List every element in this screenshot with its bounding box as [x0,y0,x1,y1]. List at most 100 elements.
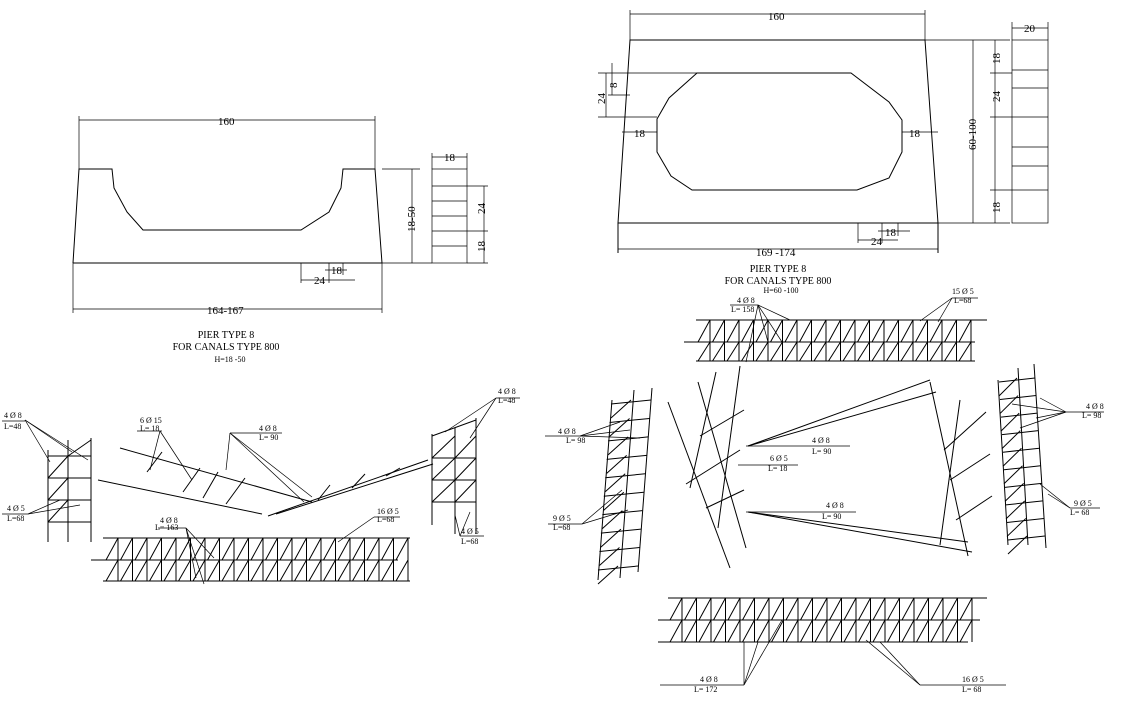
truss-diagonal [294,537,307,561]
truss-diagonal [352,537,365,561]
left-dim-side-b: 18 [476,241,488,253]
cage-diagonal [597,565,619,585]
truss-diagonal [771,597,784,621]
cage-diagonal [1002,447,1022,467]
truss-diagonal [395,537,409,561]
cage-diagonal [603,491,625,511]
truss-diagonal [930,597,944,621]
left-dim-base-b: 24 [314,275,326,287]
truss-diagonal [742,597,755,621]
cage-rung [1005,500,1043,506]
truss-diagonal [872,619,886,643]
truss-diagonal [207,559,220,582]
truss-diagonal [713,619,726,643]
left-title-line1: PIER TYPE 8 [198,330,255,341]
truss-diagonal [684,619,697,643]
left-title-line2: FOR CANALS TYPE 800 [173,342,280,353]
left-dim-bottom: 164-167 [207,305,244,317]
truss-diagonal [755,341,769,362]
truss-diagonal [337,537,351,561]
right-left-cage [597,387,653,585]
truss-diagonal [858,597,871,621]
truss-diagonal [236,559,249,582]
cage-diagonal [999,395,1019,414]
right-dim-side-b: 24 [991,91,1003,103]
right-dim-right-top: 20 [1024,23,1036,35]
right-rebar-i-bot: L= 68 [1070,508,1089,517]
truss-diagonal [959,619,973,643]
truss-diagonal [858,619,871,643]
truss-diagonal [163,559,177,582]
truss-diagonal [887,597,900,621]
right-rebar-h-bot: L=68 [553,523,570,532]
left-dim-top: 160 [218,116,235,128]
left-rebar-a-top: 4 Ø 8 [4,411,22,420]
truss-diagonal [178,559,191,582]
truss-diagonal [901,597,915,621]
truss-diagonal [785,597,799,621]
truss-diagonal [381,537,394,561]
truss-diagonal [149,559,162,582]
right-rebar-c-bot: L= 98 [566,436,585,445]
truss-diagonal [828,319,841,343]
right-dim-inner-left: 18 [634,128,646,140]
right-rebar-j-top: 4 Ø 8 [700,675,718,684]
truss-diagonal [813,319,827,343]
truss-diagonal [958,341,972,362]
right-pier-section: 169 -174 160 24 8 18 18 60-100 [596,10,1049,295]
truss-diagonal [901,619,915,643]
truss-diagonal [755,319,769,343]
truss-diagonal [395,559,409,582]
left-dim-flange: 18 [444,152,456,164]
left-bottom-truss [91,537,410,582]
truss-diagonal [279,537,293,561]
truss-diagonal [771,619,784,643]
cage-diagonal [998,377,1018,397]
truss-diagonal [770,341,783,362]
right-top-truss [684,319,987,362]
truss-diagonal [829,597,842,621]
truss-diagonal [799,341,812,362]
right-rebar-d-top: 4 Ø 8 [1086,402,1104,411]
right-rebar-a-bot: L= 158 [731,305,754,314]
left-rebar-c-top: 6 Ø 15 [140,416,162,425]
truss-diagonal [843,619,857,643]
truss-diagonal [120,537,133,561]
truss-diagonal [727,619,741,643]
truss-diagonal [713,597,726,621]
right-rebar-c-top: 4 Ø 8 [558,427,576,436]
cage-rung [1004,482,1042,488]
truss-diagonal [916,597,929,621]
cage-diagonal [600,528,622,548]
left-rebar-f-bot: L= 163 [155,523,178,532]
truss-diagonal [308,559,322,582]
right-section-opening [656,72,903,191]
cage-rung [597,565,639,571]
right-dim-base-a: 18 [885,227,897,239]
cage-rung [1007,535,1046,541]
truss-diagonal [105,559,119,582]
truss-diagonal [756,597,770,621]
truss-diagonal [381,559,394,582]
truss-diagonal [842,341,856,362]
right-rebar-e-top: 4 Ø 8 [812,436,830,445]
cage-diagonal [1001,430,1021,450]
left-rebar-b-bot: L=68 [7,514,24,523]
right-rebar-g-top: 4 Ø 8 [826,501,844,510]
cage-diagonal [1007,535,1028,555]
truss-diagonal [221,537,235,561]
truss-diagonal [784,319,798,343]
truss-diagonal [698,619,712,643]
truss-diagonal [265,537,278,561]
truss-diagonal [900,341,914,362]
truss-diagonal [829,619,842,643]
truss-diagonal [149,537,162,561]
truss-diagonal [944,341,957,362]
right-dim-top: 160 [768,11,785,23]
truss-diagonal [163,537,177,561]
cage-rung [1006,517,1044,523]
left-title-line3: H=18 -50 [215,355,246,364]
truss-diagonal [857,341,870,362]
right-rebar-h-top: 9 Ø 5 [553,514,571,523]
truss-diagonal [900,319,914,343]
